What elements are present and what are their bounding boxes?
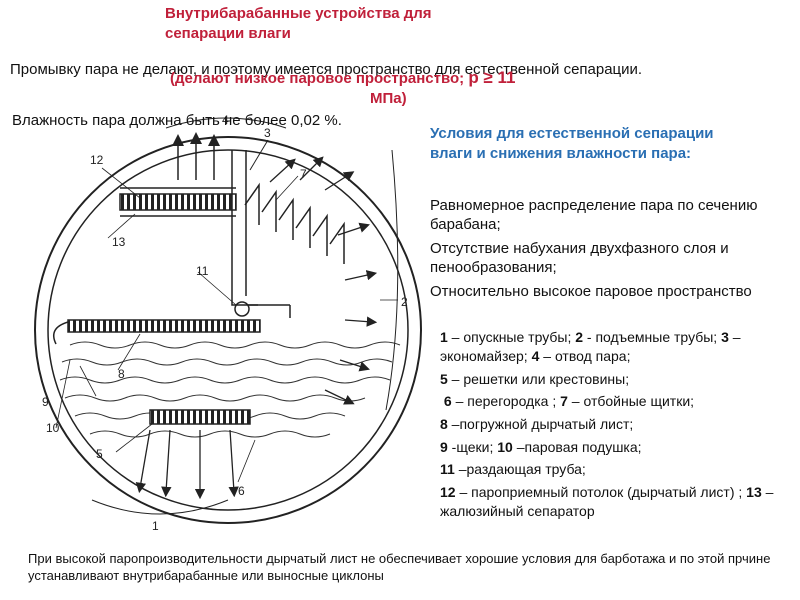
water-surface [59, 341, 401, 438]
legend-row: 5 – решетки или крестовины; [440, 370, 630, 387]
legend-row: 6 – перегородка ; 7 – отбойные щитки; [443, 393, 695, 410]
intro-text: Промывку пара не делают, и поэтому имеет… [10, 61, 643, 78]
perforated-sheet [67, 319, 261, 333]
legend-row: 12 – пароприемный потолок (дырчатый лист… [440, 484, 774, 520]
conditions-heading: Условия для естественной сепарации влаги… [430, 125, 714, 162]
conditions-list: Равномерное распределение пара по сечени… [412, 196, 792, 306]
drum-outer-shell [34, 136, 422, 524]
condition-item: Отсутствие набухания двухфазного слоя и … [430, 240, 729, 276]
subtitle-line1: (делают низкое паровое пространство; [170, 70, 469, 87]
page-title: Внутрибарабанные устройства для сепараци… [165, 5, 432, 42]
condition-item: Равномерное распределение пара по сечени… [430, 197, 758, 233]
condition-item: Относительно высокое паровое пространств… [430, 283, 752, 300]
label-5: 5 [96, 447, 103, 461]
label-6: 6 [238, 484, 245, 498]
distribution-pipe [231, 150, 258, 306]
drum-inner-shell [47, 149, 409, 511]
label-1: 1 [152, 519, 159, 533]
label-13: 13 [112, 235, 126, 249]
legend-row: 1 – опускные трубы; 2 - подъемные трубы;… [440, 329, 741, 364]
label-4: 4 [222, 113, 229, 127]
legend: 1 – опускные трубы; 2 - подъемные трубы;… [440, 328, 795, 525]
legend-row: 11 –раздающая труба; [440, 461, 586, 478]
label-3: 3 [264, 126, 271, 140]
label-2: 2 [401, 295, 408, 309]
legend-row: 8 –погружной дырчатый лист; [440, 416, 634, 433]
label-11: 11 [196, 264, 209, 278]
label-10: 10 [46, 421, 60, 435]
subtitle-pressure: р ≥ 11 [468, 68, 516, 87]
subtitle-unit: МПа) [370, 90, 407, 107]
legend-row: 9 -щеки; 10 –паровая подушка; [440, 438, 642, 455]
label-9: 9 [42, 395, 49, 409]
moisture-text: Влажность пара должна быть не более 0,02… [12, 112, 342, 129]
footer-note: При высокой паропроизводительности дырча… [28, 551, 771, 583]
subtitle: (делают низкое паровое пространство; р ≥… [170, 68, 640, 109]
label-8: 8 [118, 367, 125, 381]
steam-ceiling-plate [119, 193, 237, 211]
label-12: 12 [90, 153, 104, 167]
downcomer-grid [149, 409, 251, 425]
label-7: 7 [300, 167, 307, 181]
